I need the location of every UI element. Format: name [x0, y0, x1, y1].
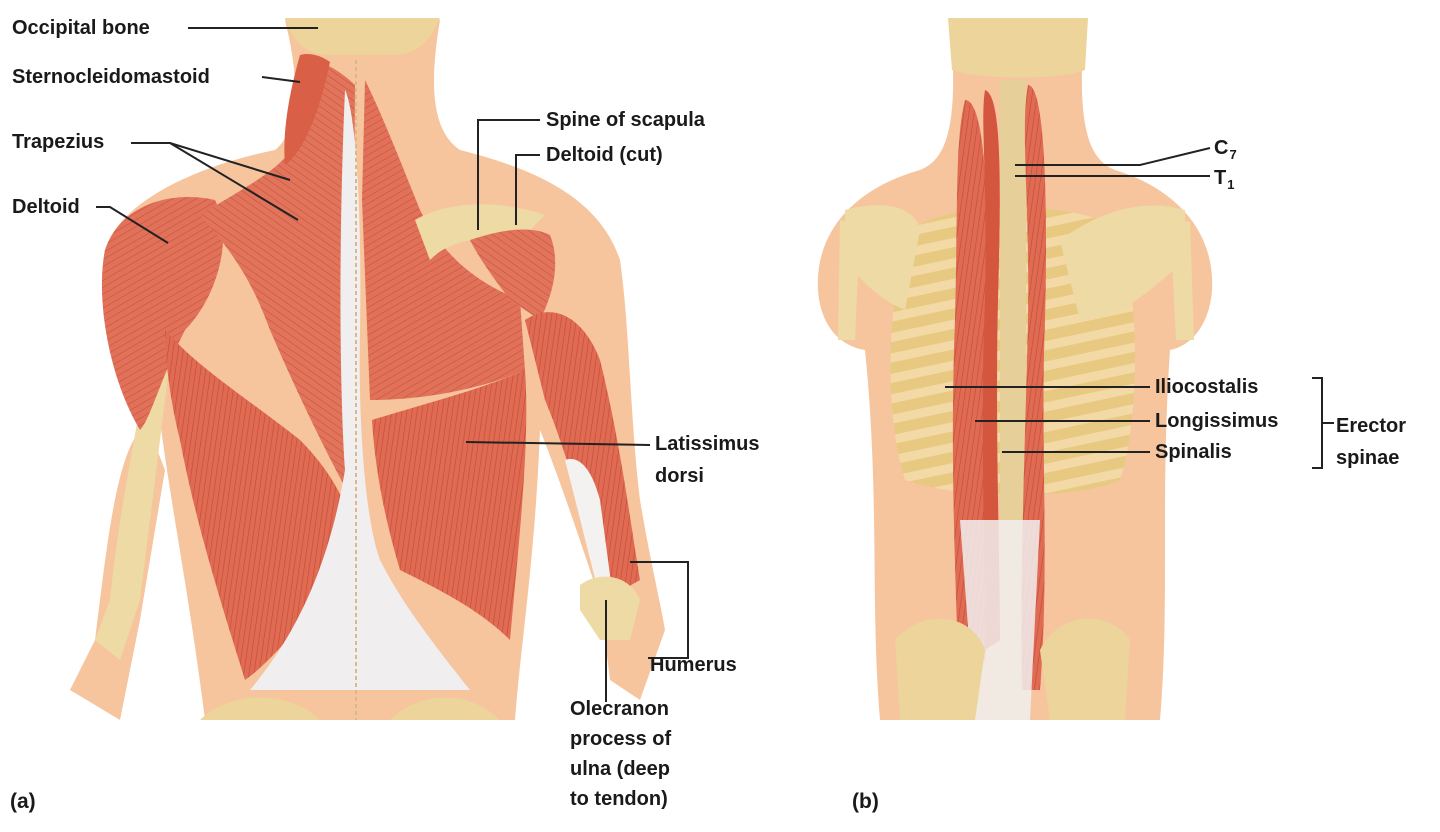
scapula-shape — [415, 204, 545, 260]
label-longissimus: Longissimus — [1155, 410, 1279, 432]
latissimus-right-shape — [372, 370, 527, 640]
label-olecranon-line4: to tendon) — [570, 788, 668, 810]
label-c7-subscript: 7 — [1229, 147, 1237, 162]
pelvis-b — [895, 618, 1130, 720]
deltoid-cut-shape — [470, 229, 556, 320]
label-erector-line1: Erector — [1336, 415, 1407, 437]
label-erector-spinae: Erector spinae — [1336, 410, 1406, 474]
right-humerus-b — [1170, 220, 1194, 340]
spine-aponeurosis — [250, 90, 470, 690]
label-occipital-bone: Occipital bone — [12, 17, 150, 39]
label-spine-of-scapula: Spine of scapula — [546, 109, 705, 131]
left-humerus-b — [838, 220, 860, 340]
label-spinalis: Spinalis — [1155, 441, 1232, 463]
label-t1: T1 — [1214, 166, 1234, 192]
trapezius-shape — [200, 55, 355, 500]
triceps-tendon — [565, 459, 612, 598]
right-arm-muscle — [525, 312, 640, 600]
scapula-left-b — [845, 205, 920, 310]
left-deltoid-shape — [101, 197, 224, 430]
leader-lines-a — [96, 27, 689, 702]
label-c7-letter: C — [1214, 137, 1229, 159]
label-olecranon: Olecranon process of ulna (deep to tendo… — [570, 694, 671, 814]
panel-b-illustration — [817, 18, 1213, 720]
pelvis-a — [200, 697, 500, 720]
label-deltoid-cut: Deltoid (cut) — [546, 144, 663, 166]
scapula-right-b — [1060, 205, 1185, 320]
longissimus-shape — [982, 90, 1000, 650]
label-olecranon-line3: ulna (deep — [570, 758, 671, 780]
label-c7: C7 — [1214, 136, 1237, 162]
label-humerus: Humerus — [650, 654, 737, 676]
occipital-bone-shape — [285, 18, 440, 55]
label-sternocleidomastoid: Sternocleidomastoid — [12, 66, 210, 88]
label-latissimus-line2: dorsi — [655, 465, 704, 487]
panel-label-a: (a) — [10, 790, 36, 813]
label-t1-subscript: 1 — [1227, 177, 1235, 192]
label-olecranon-line2: process of — [570, 728, 672, 750]
right-back-deep-muscles — [362, 80, 525, 400]
label-deltoid: Deltoid — [12, 196, 80, 218]
left-humerus-shape — [95, 340, 170, 660]
panel-label-b: (b) — [852, 790, 879, 813]
label-trapezius: Trapezius — [12, 131, 105, 153]
right-elbow-bones — [580, 576, 640, 640]
label-t1-letter: T — [1214, 167, 1227, 189]
label-latissimus-line1: Latissimus — [655, 433, 760, 455]
label-erector-line2: spinae — [1336, 447, 1400, 469]
leader-lines-b — [945, 147, 1334, 469]
label-iliocostalis: Iliocostalis — [1155, 376, 1259, 398]
latissimus-left-shape — [165, 330, 350, 680]
head-b — [948, 18, 1088, 78]
label-olecranon-line1: Olecranon — [570, 698, 669, 720]
label-latissimus: Latissimus dorsi — [655, 432, 759, 488]
